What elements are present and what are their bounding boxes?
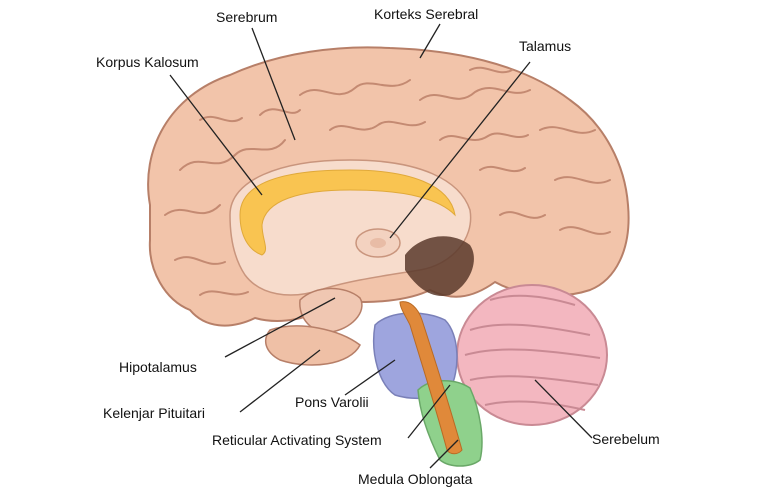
label-medula-oblongata: Medula Oblongata [358, 471, 472, 487]
label-serebelum: Serebelum [592, 431, 660, 447]
label-kelenjar-pituitari: Kelenjar Pituitari [103, 405, 205, 421]
label-korpus-kalosum: Korpus Kalosum [96, 54, 199, 70]
cerebellum [457, 285, 607, 425]
label-hipotalamus: Hipotalamus [119, 359, 197, 375]
thalamus-center [370, 238, 386, 248]
hypothalamus-region [300, 288, 362, 332]
label-korteks-serebral: Korteks Serebral [374, 6, 478, 22]
temporal-lobe [266, 326, 360, 365]
label-talamus: Talamus [519, 38, 571, 54]
label-serebrum: Serebrum [216, 9, 277, 25]
label-pons-varolii: Pons Varolii [295, 394, 369, 410]
label-reticular-activating-system: Reticular Activating System [212, 432, 382, 448]
